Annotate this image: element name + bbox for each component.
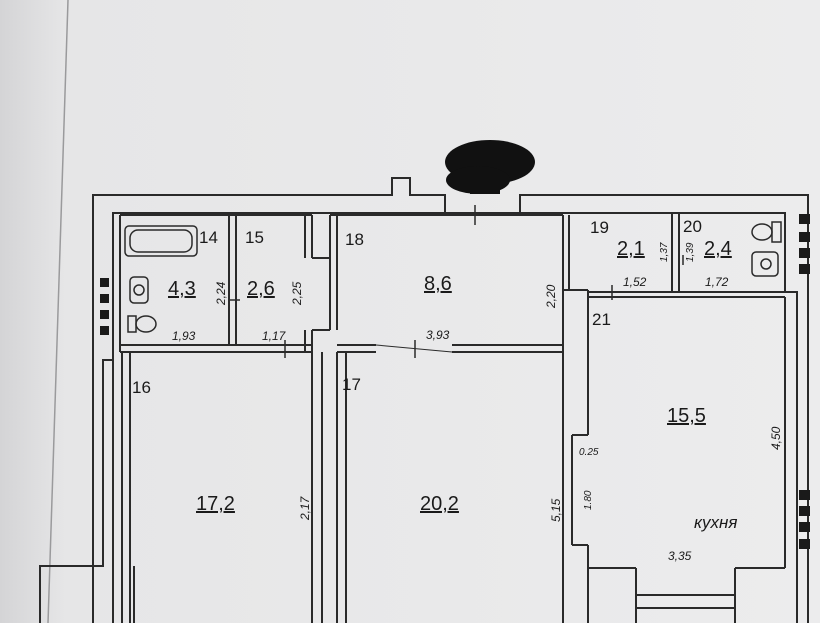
room-18-width: 3,93 — [426, 328, 450, 342]
room-21-depth: 4,50 — [769, 426, 783, 450]
room-21-area: 15,5 — [667, 405, 706, 427]
room-21-niche-depth: 0.25 — [579, 447, 599, 458]
room-21-width: 3,35 — [668, 549, 692, 563]
toilet-icon — [127, 315, 157, 333]
interior-walls — [119, 213, 786, 623]
room-19-area: 2,1 — [617, 238, 645, 260]
redaction-scribble — [445, 140, 535, 194]
room-19-number: 19 — [590, 218, 609, 237]
room-14-width: 1,93 — [172, 329, 196, 343]
room-17-area: 20,2 — [420, 493, 459, 515]
room-15-door-width: 1,17 — [262, 329, 287, 343]
room-21-niche-length: 1.80 — [583, 490, 594, 510]
room-16-number: 16 — [132, 378, 151, 397]
sink-icon-wc20 — [751, 251, 779, 277]
room-21-number: 21 — [592, 310, 611, 329]
window-markers-right-top — [799, 214, 810, 274]
room-14-number: 14 — [199, 228, 218, 247]
room-19-width: 1,52 — [623, 275, 647, 289]
room-16-width: 2,17 — [298, 495, 312, 521]
room-18-depth: 2,20 — [544, 284, 558, 309]
door-marks — [230, 205, 684, 358]
room-20-number: 20 — [683, 217, 702, 236]
room-21-name: кухня — [694, 513, 737, 532]
room-20-depth: 1,39 — [685, 242, 696, 262]
room-15-depth: 2,25 — [290, 281, 304, 306]
room-20-area: 2,4 — [704, 238, 732, 260]
room-16-area: 17,2 — [196, 493, 235, 515]
room-18-number: 18 — [345, 230, 364, 249]
sink-icon — [129, 276, 149, 304]
room-19-depth: 1,37 — [659, 242, 670, 262]
room-18-area: 8,6 — [424, 273, 452, 295]
window-markers-right-bottom — [799, 490, 810, 549]
room-15-number: 15 — [245, 228, 264, 247]
room-15-area: 2,6 — [247, 278, 275, 300]
room-14-area: 4,3 — [168, 278, 196, 300]
window-markers-left — [100, 278, 109, 335]
room-20-width: 1,72 — [705, 275, 729, 289]
room-17-depth: 5,15 — [549, 498, 563, 522]
room-17-number: 17 — [342, 375, 361, 394]
bathtub-icon — [124, 225, 198, 257]
paper-fold-line — [47, 0, 69, 623]
room-14-depth: 2,24 — [214, 281, 228, 306]
toilet-icon-wc20 — [751, 221, 782, 243]
